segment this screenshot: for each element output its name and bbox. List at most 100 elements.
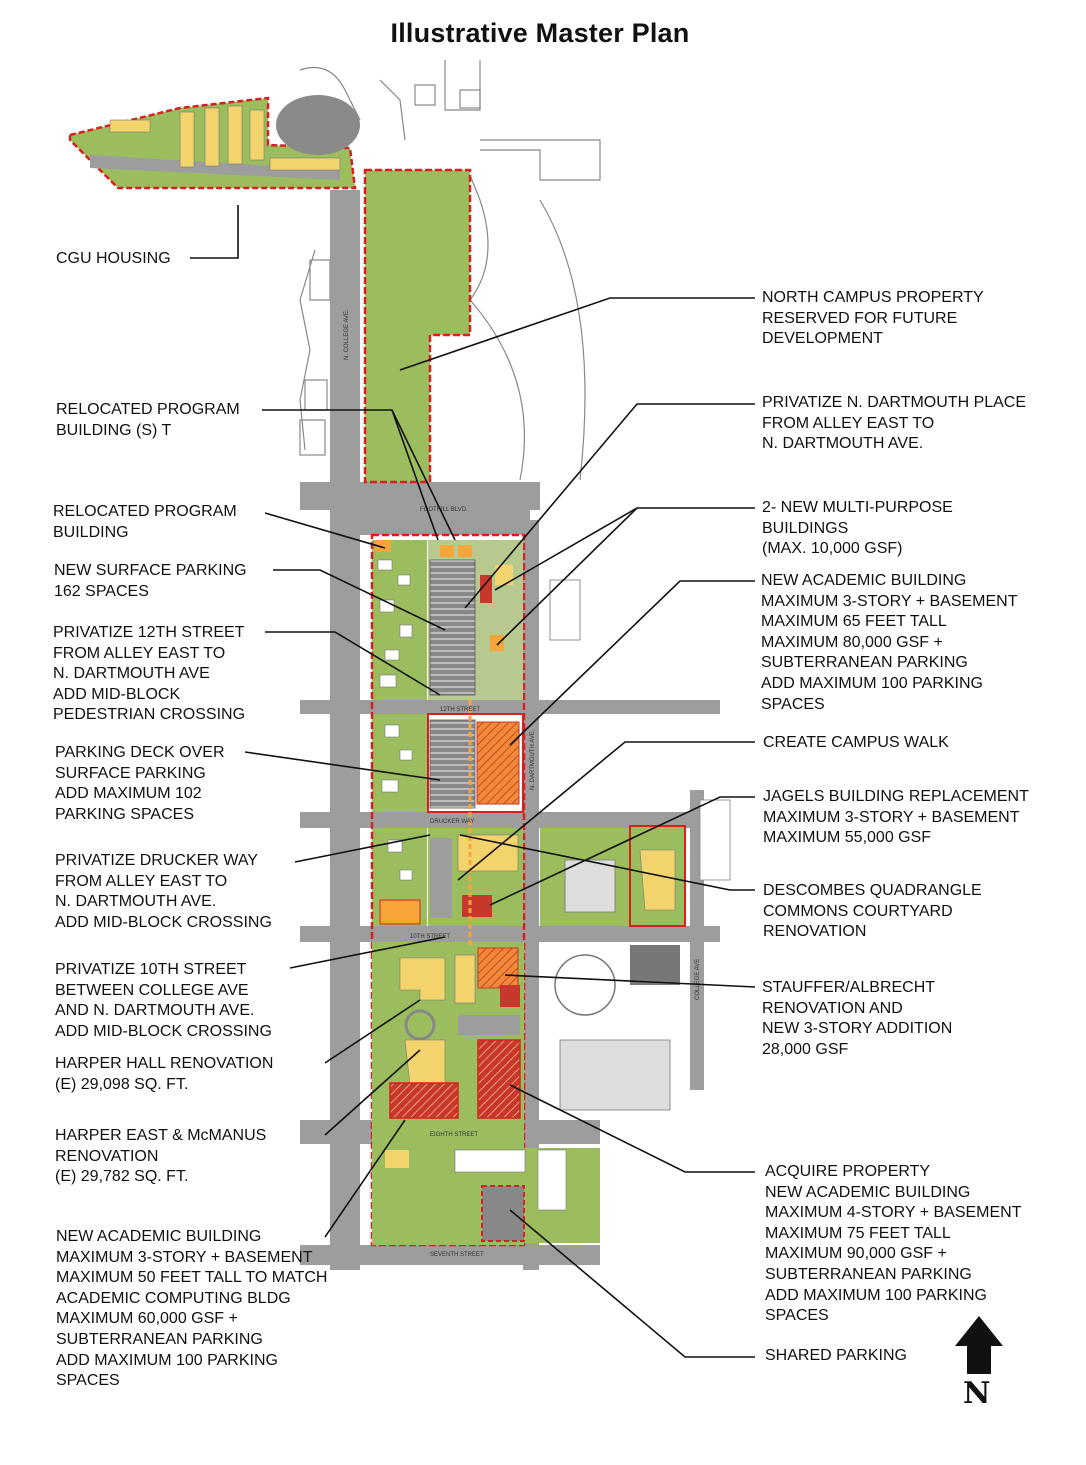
- label-privatize-dartmouth-place: PRIVATIZE N. DARTMOUTH PLACE FROM ALLEY …: [762, 393, 1026, 455]
- label-privatize-10th: PRIVATIZE 10TH STREET BETWEEN COLLEGE AV…: [55, 960, 272, 1042]
- label-line: STAUFFER/ALBRECHT: [762, 979, 936, 996]
- cgu-housing-area: [68, 95, 360, 190]
- label-line: RELOCATED PROGRAM: [53, 503, 237, 520]
- label-line: 28,000 GSF: [762, 1040, 849, 1058]
- north-campus-parcel: [363, 168, 472, 484]
- label-parking-deck: PARKING DECK OVER SURFACE PARKING ADD MA…: [55, 743, 225, 825]
- label-descombes: DESCOMBES QUADRANGLE COMMONS COURTYARD R…: [763, 881, 982, 943]
- label-line: BUILDING: [53, 523, 129, 541]
- label-line: ADD MAXIMUM 100 PARKING: [56, 1351, 278, 1369]
- label-line: MAXIMUM 80,000 GSF +: [761, 633, 943, 651]
- label-line: SPACES: [765, 1307, 829, 1325]
- label-line: MAXIMUM 90,000 GSF +: [765, 1245, 947, 1263]
- label-line: RENOVATION: [763, 923, 867, 941]
- street-labels: FOOTHILL BLVD. 12TH STREET DRUCKER WAY 1…: [344, 309, 701, 1258]
- label-line: SPACES: [56, 1372, 120, 1390]
- east-campus: [540, 579, 731, 1111]
- label-line: SUBTERRANEAN PARKING: [765, 1265, 972, 1283]
- label-line: FROM ALLEY EAST TO: [762, 414, 935, 432]
- label-line: ADD MAXIMUM 100 PARKING: [765, 1286, 987, 1304]
- label-line: DESCOMBES QUADRANGLE: [763, 882, 982, 899]
- label-stauffer: STAUFFER/ALBRECHT RENOVATION AND NEW 3-S…: [762, 978, 952, 1060]
- label-line: SUBTERRANEAN PARKING: [761, 654, 968, 672]
- label-line: SHARED PARKING: [765, 1347, 907, 1364]
- label-shared-parking: SHARED PARKING: [765, 1346, 907, 1367]
- label-line: ADD MAXIMUM 100 PARKING: [761, 674, 983, 692]
- residential-blocks: [372, 540, 427, 926]
- label-line: 162 SPACES: [54, 582, 149, 600]
- label-line: HARPER HALL RENOVATION: [55, 1055, 274, 1072]
- label-line: ADD MID-BLOCK CROSSING: [55, 1022, 272, 1040]
- label-line: MAXIMUM 3-STORY + BASEMENT: [763, 808, 1020, 826]
- street-label-college: N. COLLEGE AVE.: [344, 309, 350, 360]
- label-line: PEDESTRIAN CROSSING: [53, 706, 246, 724]
- label-line: SUBTERRANEAN PARKING: [56, 1330, 263, 1348]
- label-line: ADD MAXIMUM 102: [55, 785, 202, 803]
- label-line: CREATE CAMPUS WALK: [763, 734, 949, 751]
- label-line: RENOVATION: [55, 1147, 159, 1165]
- label-relocated-program-buildings: RELOCATED PROGRAM BUILDING (S) T: [56, 400, 240, 441]
- central-campus-zone: [370, 533, 600, 1247]
- street-label-drucker: DRUCKER WAY: [430, 819, 474, 825]
- label-line: N. DARTMOUTH AVE.: [762, 435, 924, 453]
- label-line: RELOCATED PROGRAM: [56, 401, 240, 418]
- label-line: ADD MID-BLOCK CROSSING: [55, 913, 272, 931]
- page-title: Illustrative Master Plan: [390, 18, 690, 48]
- street-label-seventh: SEVENTH STREET: [430, 1252, 484, 1258]
- street-label-10th: 10TH STREET: [410, 934, 450, 940]
- label-line: CGU HOUSING: [56, 250, 171, 267]
- label-line: PRIVATIZE N. DARTMOUTH PLACE: [762, 394, 1027, 411]
- label-line: N. DARTMOUTH AVE: [53, 665, 210, 683]
- label-line: ACQUIRE PROPERTY: [765, 1163, 931, 1180]
- label-cgu-housing: CGU HOUSING: [56, 249, 171, 270]
- context-linework: [299, 60, 601, 481]
- street-label-foothill: FOOTHILL BLVD.: [420, 507, 468, 513]
- label-acquire-property: ACQUIRE PROPERTY NEW ACADEMIC BUILDING M…: [765, 1162, 1022, 1327]
- label-line: NEW ACADEMIC BUILDING: [56, 1228, 262, 1245]
- label-harper-east: HARPER EAST & McMANUS RENOVATION (E) 29,…: [55, 1126, 266, 1188]
- label-line: JAGELS BUILDING REPLACEMENT: [763, 788, 1029, 805]
- label-line: 2- NEW MULTI-PURPOSE: [762, 499, 953, 516]
- label-line: (MAX. 10,000 GSF): [762, 540, 903, 558]
- leader-lines: [190, 205, 756, 1358]
- label-privatize-12th: PRIVATIZE 12TH STREET FROM ALLEY EAST TO…: [53, 623, 245, 726]
- label-line: FROM ALLEY EAST TO: [55, 872, 228, 890]
- label-line: AND N. DARTMOUTH AVE.: [55, 1002, 255, 1020]
- label-line: MAXIMUM 3-STORY + BASEMENT: [56, 1248, 313, 1266]
- label-line: NEW SURFACE PARKING: [54, 562, 247, 579]
- label-relocated-program-building: RELOCATED PROGRAM BUILDING: [53, 502, 237, 543]
- label-line: MAXIMUM 4-STORY + BASEMENT: [765, 1204, 1022, 1222]
- label-line: PARKING SPACES: [55, 805, 194, 823]
- label-multi-purpose-buildings: 2- NEW MULTI-PURPOSE BUILDINGS (MAX. 10,…: [762, 498, 953, 560]
- label-line: HARPER EAST & McMANUS: [55, 1127, 267, 1144]
- street-label-12th: 12TH STREET: [440, 707, 480, 713]
- label-line: RESERVED FOR FUTURE: [762, 309, 958, 327]
- label-line: N. DARTMOUTH AVE.: [55, 893, 217, 911]
- label-line: PRIVATIZE 10TH STREET: [55, 961, 247, 978]
- label-line: NORTH CAMPUS PROPERTY: [762, 289, 984, 306]
- label-new-surface-parking: NEW SURFACE PARKING 162 SPACES: [54, 561, 247, 602]
- label-line: PRIVATIZE DRUCKER WAY: [55, 852, 258, 869]
- label-new-academic-building-south: NEW ACADEMIC BUILDING MAXIMUM 3-STORY + …: [56, 1227, 327, 1392]
- label-line: SURFACE PARKING: [55, 764, 206, 782]
- label-line: MAXIMUM 60,000 GSF +: [56, 1310, 238, 1328]
- label-line: BUILDING (S) T: [56, 421, 172, 439]
- label-jagels: JAGELS BUILDING REPLACEMENT MAXIMUM 3-ST…: [763, 787, 1029, 849]
- road-network: [300, 190, 720, 1270]
- label-harper-hall: HARPER HALL RENOVATION (E) 29,098 SQ. FT…: [55, 1054, 273, 1095]
- label-line: ACADEMIC COMPUTING BLDG: [56, 1289, 291, 1307]
- street-label-college-east: COLLEGE AVE: [695, 959, 701, 1000]
- north-arrow-icon: [955, 1316, 1003, 1374]
- label-line: (E) 29,098 SQ. FT.: [55, 1075, 189, 1093]
- label-line: ADD MID-BLOCK: [53, 685, 181, 703]
- north-label: N: [963, 1376, 991, 1411]
- street-label-eighth: EIGHTH STREET: [430, 1132, 478, 1138]
- label-line: PARKING DECK OVER: [55, 744, 225, 761]
- label-create-campus-walk: CREATE CAMPUS WALK: [763, 733, 949, 754]
- label-line: PRIVATIZE 12TH STREET: [53, 624, 245, 641]
- label-line: RENOVATION AND: [762, 999, 903, 1017]
- label-line: MAXIMUM 65 FEET TALL: [761, 613, 947, 631]
- label-line: BETWEEN COLLEGE AVE: [55, 981, 249, 999]
- label-line: NEW 3-STORY ADDITION: [762, 1020, 953, 1038]
